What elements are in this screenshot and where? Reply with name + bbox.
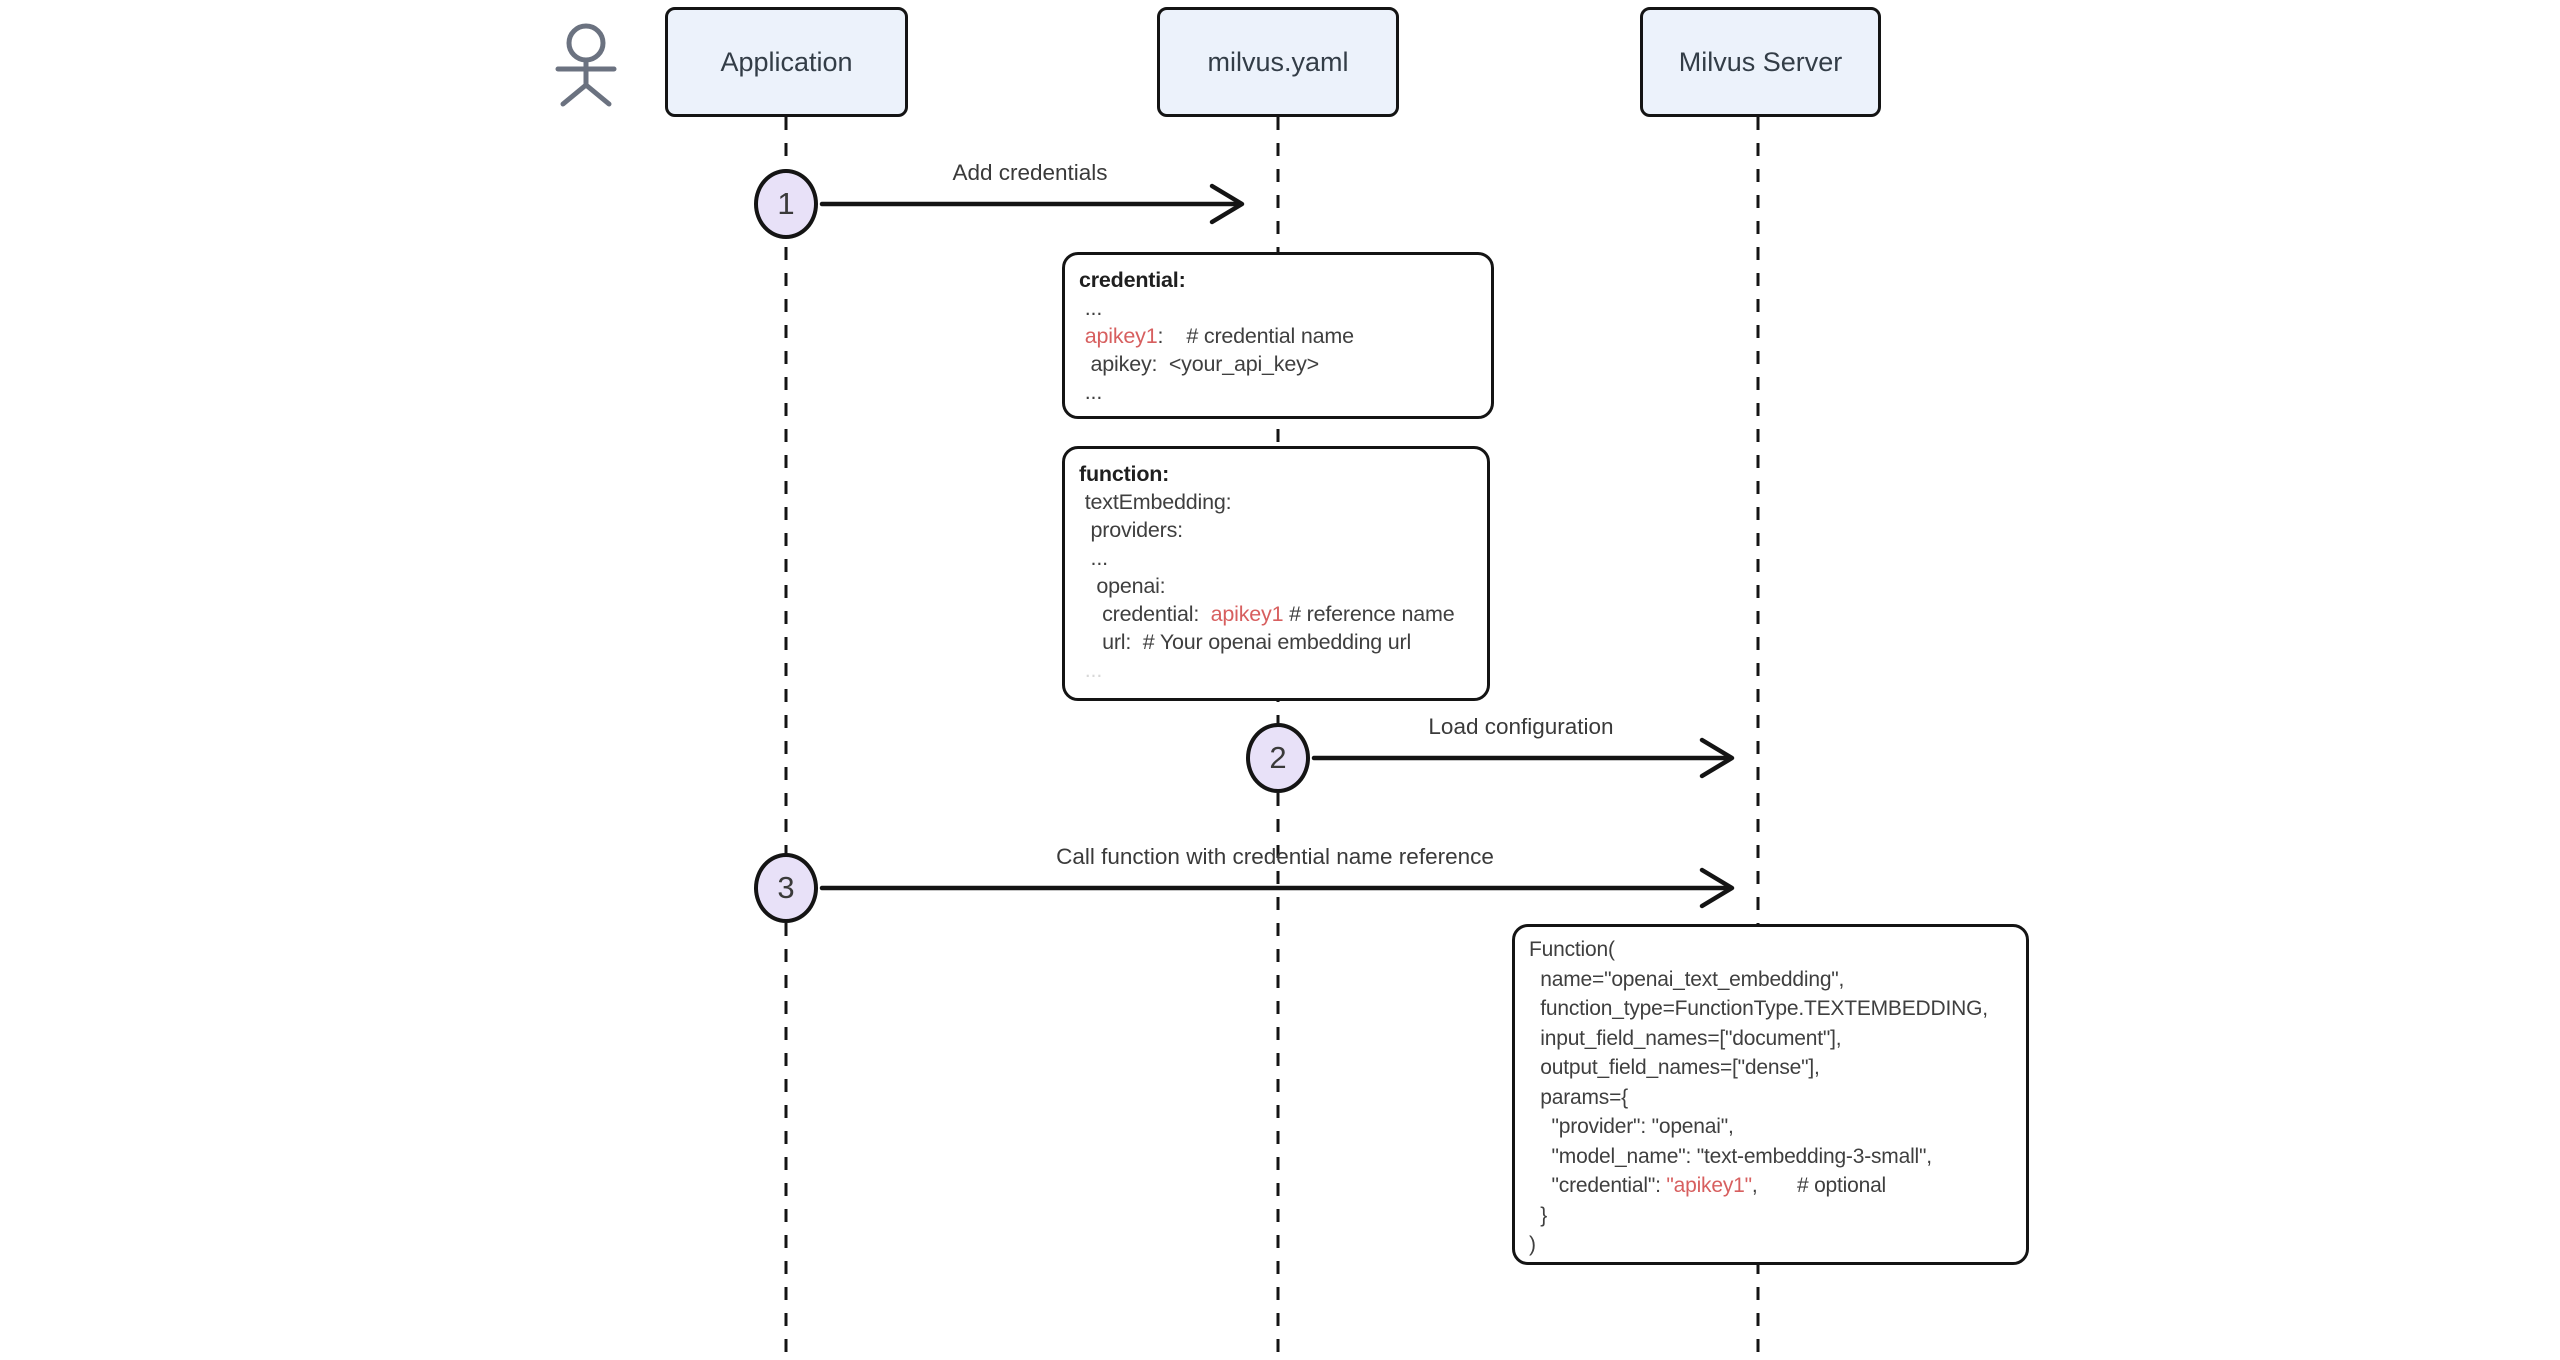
arrow-message-1 <box>819 183 1245 225</box>
note-function-yaml: function: textEmbedding: providers: ... … <box>1062 446 1490 701</box>
note-line: function: <box>1079 462 1170 486</box>
step-number-1: 1 <box>777 186 795 221</box>
step-number-2: 2 <box>1269 740 1287 775</box>
message-label-3: Call function with credential name refer… <box>1056 844 1494 869</box>
note-line: params={ <box>1529 1085 1628 1109</box>
arrow-message-2 <box>1311 737 1735 779</box>
note-line: "credential": "apikey1", # optional <box>1529 1174 1887 1197</box>
note-line: ... <box>1079 380 1103 404</box>
note-line: ... <box>1079 658 1103 682</box>
step-circle-1: 1 <box>754 169 818 239</box>
note-line: } <box>1529 1203 1548 1227</box>
arrow-message-3 <box>819 867 1735 909</box>
note-line: "model_name": "text-embedding-3-small", <box>1529 1144 1933 1168</box>
note-line: url: # Your openai embedding url <box>1079 630 1412 654</box>
note-line: Function( <box>1529 938 1615 961</box>
actor-application-label: Application <box>720 46 853 77</box>
actor-application: Application <box>665 7 908 117</box>
note-line: "provider": "openai", <box>1529 1115 1734 1138</box>
note-line: output_field_names=["dense"], <box>1529 1056 1820 1079</box>
note-line: ... <box>1079 546 1109 570</box>
step-circle-2: 2 <box>1246 723 1310 793</box>
step-number-3: 3 <box>777 870 795 905</box>
actor-milvus-server: Milvus Server <box>1640 7 1881 117</box>
note-credential-yaml: credential: ... apikey1: # credential na… <box>1062 252 1494 419</box>
note-line: function_type=FunctionType.TEXTEMBEDDING… <box>1529 997 1988 1020</box>
note-line: credential: <box>1079 268 1186 292</box>
actor-milvus-yaml: milvus.yaml <box>1157 7 1399 117</box>
note-line: apikey: <your_api_key> <box>1079 352 1320 376</box>
note-line: name="openai_text_embedding", <box>1529 967 1845 991</box>
note-line: providers: <box>1079 518 1184 542</box>
message-label-2: Load configuration <box>1428 714 1614 739</box>
person-icon <box>555 23 617 107</box>
note-line: textEmbedding: <box>1079 490 1232 514</box>
note-line: credential: apikey1 # reference name <box>1079 602 1455 626</box>
note-line: ... <box>1079 296 1103 320</box>
note-line: input_field_names=["document"], <box>1529 1026 1842 1050</box>
note-line: apikey1: # credential name <box>1084 324 1354 348</box>
actor-milvus-server-label: Milvus Server <box>1678 46 1843 77</box>
actor-milvus-yaml-label: milvus.yaml <box>1207 46 1349 77</box>
note-line: openai: <box>1079 574 1166 598</box>
step-circle-3: 3 <box>754 853 818 923</box>
message-label-1: Add credentials <box>952 160 1108 185</box>
note-function-call-code: Function( name="openai_text_embedding", … <box>1512 924 2029 1265</box>
note-line: ) <box>1529 1233 1536 1256</box>
